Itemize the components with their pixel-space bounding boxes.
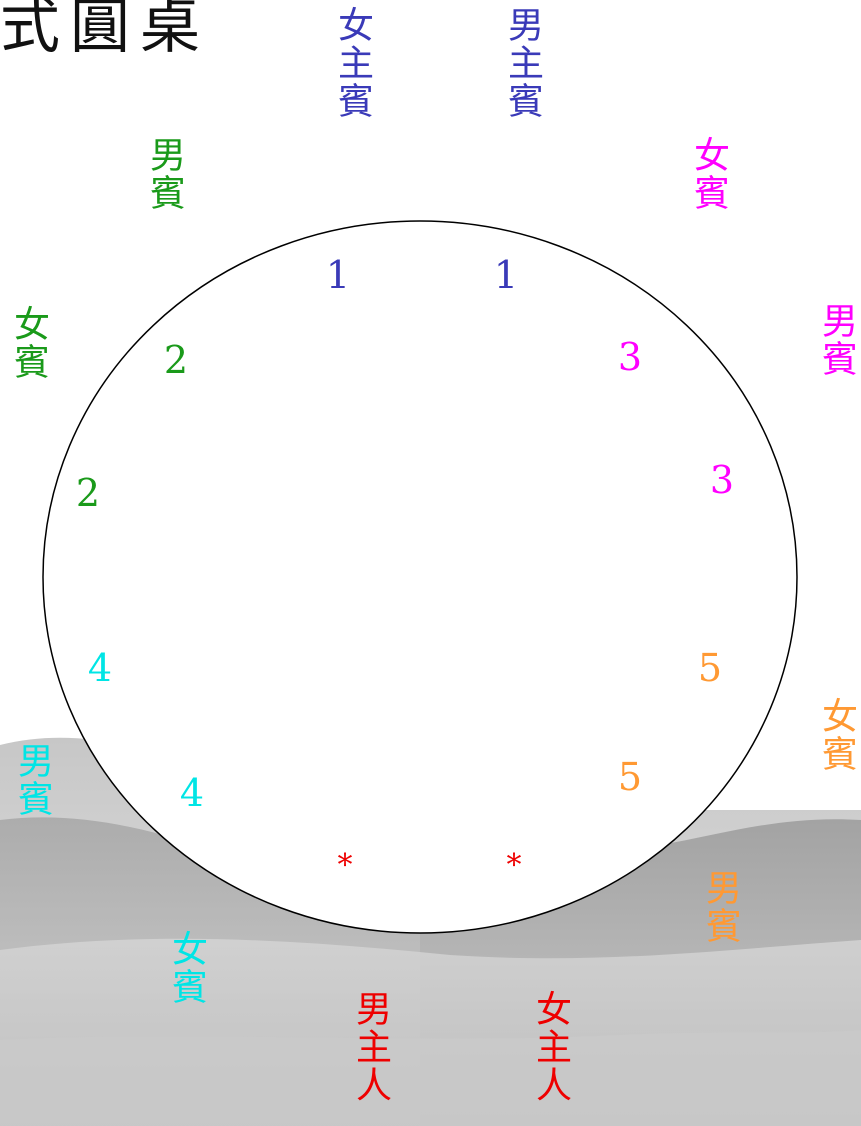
guest-label-g3-female: 女賓 <box>690 136 726 212</box>
seat-number-1b: 1 <box>494 256 518 294</box>
guest-label-g2-male: 男賓 <box>146 136 182 212</box>
seat-number-2b: 2 <box>76 474 100 512</box>
guest-label-g4-male: 男賓 <box>14 742 50 818</box>
seat-number-4a: 4 <box>88 649 112 687</box>
guest-label-g3-male: 男賓 <box>818 302 854 378</box>
guest-label-host: 男主人 <box>352 990 388 1104</box>
guest-label-hostess: 女主人 <box>532 990 568 1104</box>
seat-number-2a: 2 <box>164 341 188 379</box>
seat-number-1a: 1 <box>326 256 350 294</box>
guest-label-g4-female: 女賓 <box>168 930 204 1006</box>
seat-number-3a: 3 <box>618 338 642 376</box>
seat-number-hostA: * <box>338 851 353 881</box>
guest-label-g2-female: 女賓 <box>10 305 46 381</box>
seat-number-4b: 4 <box>180 774 204 812</box>
guest-label-g5-female: 女賓 <box>818 697 854 773</box>
guest-label-hostess-guest: 女主賓 <box>334 6 370 120</box>
guest-label-g5-male: 男賓 <box>702 869 738 945</box>
seat-number-hostB: * <box>507 851 522 881</box>
seat-number-5b: 5 <box>618 758 642 796</box>
seat-number-3b: 3 <box>710 461 734 499</box>
table-outline <box>43 221 797 933</box>
guest-label-host-guest: 男主賓 <box>504 6 540 120</box>
seat-number-5a: 5 <box>698 649 722 687</box>
page-title: 式圓桌 <box>0 0 210 65</box>
